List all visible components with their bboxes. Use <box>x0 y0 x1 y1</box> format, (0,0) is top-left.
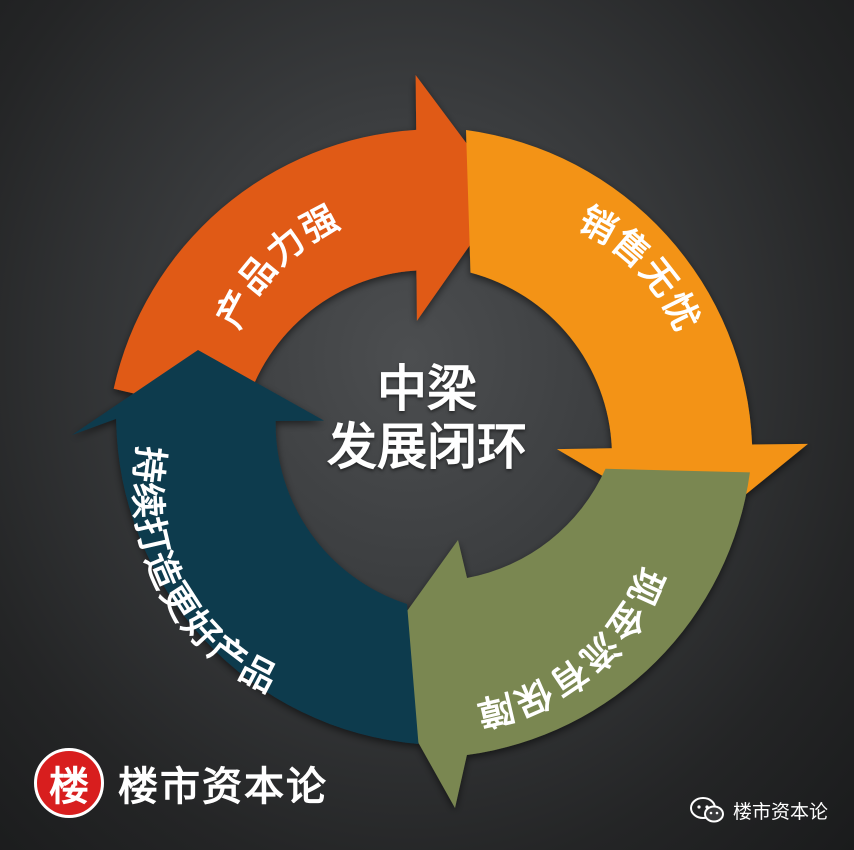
segment-build-better-products <box>72 350 419 744</box>
segment-cash-flow-secured <box>372 468 750 808</box>
brand-badge: 楼 <box>34 748 104 818</box>
segment-sales-worry-free <box>466 130 808 533</box>
wechat-watermark: 楼市资本论 <box>689 796 828 824</box>
center-title-line2: 发展闭环 <box>327 417 527 476</box>
wechat-icon <box>689 797 724 823</box>
watermark-text: 楼市资本论 <box>732 800 828 823</box>
brand-logo: 楼 楼市资本论 <box>34 742 328 824</box>
segment-product-strength <box>113 75 505 420</box>
brand-name: 楼市资本论 <box>118 763 328 810</box>
center-title-line1: 中梁 <box>377 359 477 418</box>
